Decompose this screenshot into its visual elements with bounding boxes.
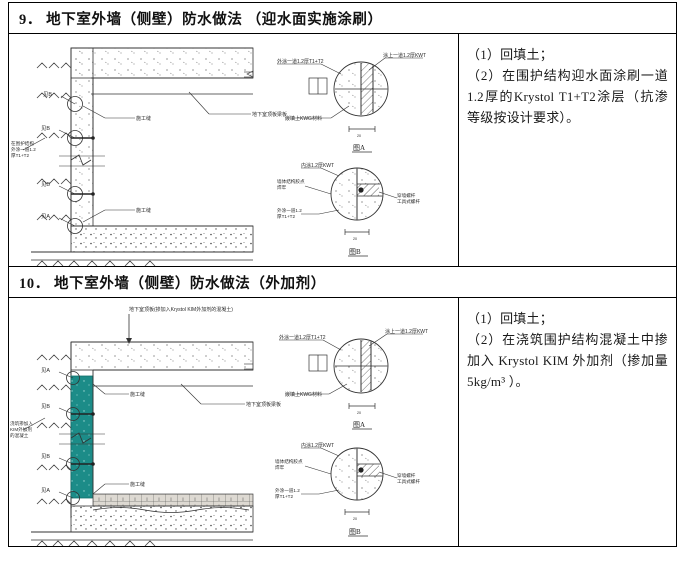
wall-coating-note-l2: 外涂一道1.2 <box>11 146 36 153</box>
section-9-title: 9． 地下室外墙（侧壁）防水做法 （迎水面实施涂刷） <box>19 11 383 28</box>
detail-b-mid-label-10b: 焊牢 <box>275 464 285 471</box>
slab-note-10: 地下室顶板梁板 <box>246 401 281 408</box>
detail-a-bottom-label-9: 嵌填上KWG材料 <box>285 115 322 122</box>
detail-a-left-label-9: 外涂一道1.2厚T1+T2 <box>277 58 324 65</box>
detail-a-scale-10: 20 <box>357 411 361 415</box>
detail-a-bottom-label-10: 嵌填上KWG材料 <box>285 391 322 398</box>
detail-b-right-label-10b: 工具式螺杆 <box>397 478 420 485</box>
detail-a-group-9: 外涂一道1.2厚T1+T2 涂上一道1.2厚KWT 嵌填上KWG材料 20 图A <box>277 52 426 153</box>
detail-b-right-label-10a: 穿墙螺杆 <box>397 472 416 479</box>
detail-b-bottom-label-9a: 外涂一道1.2 <box>277 207 302 214</box>
section-10-body-row: 地下室顶板(掺加入Krystol KIM外加剂的混凝土) <box>8 297 678 547</box>
detail-ref-a-lower: 见A <box>41 213 50 220</box>
section-9-notes: （1）回填土； （2）在围护结构迎水面涂刷一道1.2厚的Krystol T1+T… <box>459 34 676 134</box>
detail-b-top-label-9: 内涂1.2厚KWT <box>301 162 334 169</box>
detail-ref-b-upper: 见B <box>43 91 52 98</box>
wall-coating-note-l1: 在围护结构 <box>11 140 34 147</box>
detail-a-scale-9: 20 <box>357 134 361 138</box>
section-10-note-2: （2）在浇筑围护结构混凝土中掺加入 Krystol KIM 外加剂（掺加量5kg… <box>467 332 669 390</box>
detail-a-right-label-9: 涂上一道1.2厚KWT <box>383 52 426 59</box>
detail-b-top-label-10: 内涂1.2厚KWT <box>301 442 334 449</box>
detail-b-bottom-label-10b: 厚T1+T2 <box>275 494 293 500</box>
detail-b-label-10: 图B <box>349 528 361 536</box>
detail-a-label-10: 图A <box>353 421 365 429</box>
section-10-title-cell: 10． 地下室外墙（侧壁）防水做法（外加剂） <box>7 266 678 298</box>
slab-note-9: 地下室顶板梁板 <box>252 111 287 118</box>
detail-b-scale-10: 20 <box>353 517 357 521</box>
detail-b-right-label-9b: 工具式螺杆 <box>397 198 420 205</box>
detail-b-scale-9: 20 <box>353 237 357 241</box>
section-10-note-1: （1）回填土； <box>467 311 553 326</box>
section-9-notes-cell: （1）回填土； （2）在围护结构迎水面涂刷一道1.2厚的Krystol T1+T… <box>457 33 678 267</box>
construction-joint-upper-10: 施工缝 <box>130 391 145 398</box>
detail-ref-a-lower-10: 见A <box>41 487 50 494</box>
detail-b-label-9: 图B <box>349 248 361 256</box>
wall-admix-note-l3: 的混凝土 <box>10 432 29 439</box>
detail-ref-b-lower: 见B <box>41 181 50 188</box>
wall-admix-note-l1: 浇筑掺加入 <box>10 420 33 427</box>
detail-ref-b-mid: 见B <box>41 125 50 132</box>
wall-coating-note-l3: 厚T1+T2 <box>11 153 29 159</box>
detail-b-mid-label-10a: 墙体结构胶点 <box>275 458 303 465</box>
construction-joint-upper: 施工缝 <box>136 115 151 122</box>
waterproof-concrete-wall <box>70 375 94 499</box>
detail-b-group-9: 内涂1.2厚KWT 墙体结构胶点 焊牢 外涂一道1.2 厚T1+T2 穿墙螺杆 … <box>277 162 420 257</box>
section-9-body-row: 见B 见B 见B 见A 在围护结构 外涂一道1.2 厚T1+T2 施工缝 施工缝… <box>8 33 678 267</box>
section-9-note-2: （2）在围护结构迎水面涂刷一道1.2厚的Krystol T1+T2涂层（抗渗等级… <box>467 68 669 126</box>
section-10-title: 10． 地下室外墙（侧壁）防水做法（外加剂） <box>19 275 326 292</box>
detail-b-mid-label-9a: 墙体结构胶点 <box>277 178 305 185</box>
detail-a-left-label-10: 外涂一道1.2厚T1+T2 <box>279 334 326 341</box>
construction-joint-lower: 施工缝 <box>136 207 151 214</box>
section-9-title-row: 9． 地下室外墙（侧壁）防水做法 （迎水面实施涂刷） <box>7 2 678 34</box>
detail-a-group-10: 外涂一道1.2厚T1+T2 涂上一道1.2厚KWT 嵌填上KWG材料 20 图A <box>279 328 428 430</box>
top-note-10: 地下室顶板(掺加入Krystol KIM外加剂的混凝土) <box>129 306 233 313</box>
detail-b-group-10: 内涂1.2厚KWT 墙体结构胶点 焊牢 外涂一道1.2 厚T1+T2 穿墙螺杆 … <box>275 442 420 537</box>
detail-ref-b-upper-10: 见B <box>41 403 50 410</box>
detail-a-label-9: 图A <box>353 144 365 152</box>
details-table: 9． 地下室外墙（侧壁）防水做法 （迎水面实施涂刷） <box>7 2 678 547</box>
section-9-drawing-cell: 见B 见B 见B 见A 在围护结构 外涂一道1.2 厚T1+T2 施工缝 施工缝… <box>8 33 459 267</box>
section-9-note-1: （1）回填土； <box>467 47 553 62</box>
section-10-notes-cell: （1）回填土； （2）在浇筑围护结构混凝土中掺加入 Krystol KIM 外加… <box>457 297 678 547</box>
detail-a-right-label-10: 涂上一道1.2厚KWT <box>385 328 428 335</box>
section-9-drawing: 见B 见B 见B 见A 在围护结构 外涂一道1.2 厚T1+T2 施工缝 施工缝… <box>9 34 458 266</box>
section-9-title-cell: 9． 地下室外墙（侧壁）防水做法 （迎水面实施涂刷） <box>7 2 678 34</box>
detail-ref-b-lower-10: 见B <box>41 453 50 460</box>
detail-b-mid-label-9b: 焊牢 <box>277 184 287 191</box>
section-10-title-row: 10． 地下室外墙（侧壁）防水做法（外加剂） <box>7 266 678 298</box>
section-10-drawing-cell: 地下室顶板(掺加入Krystol KIM外加剂的混凝土) <box>8 297 459 547</box>
detail-ref-a-upper-10: 见A <box>41 367 50 374</box>
detail-b-bottom-label-10a: 外涂一道1.2 <box>275 487 300 494</box>
section-10-drawing: 地下室顶板(掺加入Krystol KIM外加剂的混凝土) <box>9 298 458 546</box>
section-10-notes: （1）回填土； （2）在浇筑围护结构混凝土中掺加入 Krystol KIM 外加… <box>459 298 676 398</box>
wall-admix-note-l2: KIM外加剂 <box>10 426 32 433</box>
detail-b-bottom-label-9b: 厚T1+T2 <box>277 214 295 220</box>
construction-joint-lower-10: 施工缝 <box>130 481 145 488</box>
detail-b-right-label-9a: 穿墙螺杆 <box>397 192 416 199</box>
